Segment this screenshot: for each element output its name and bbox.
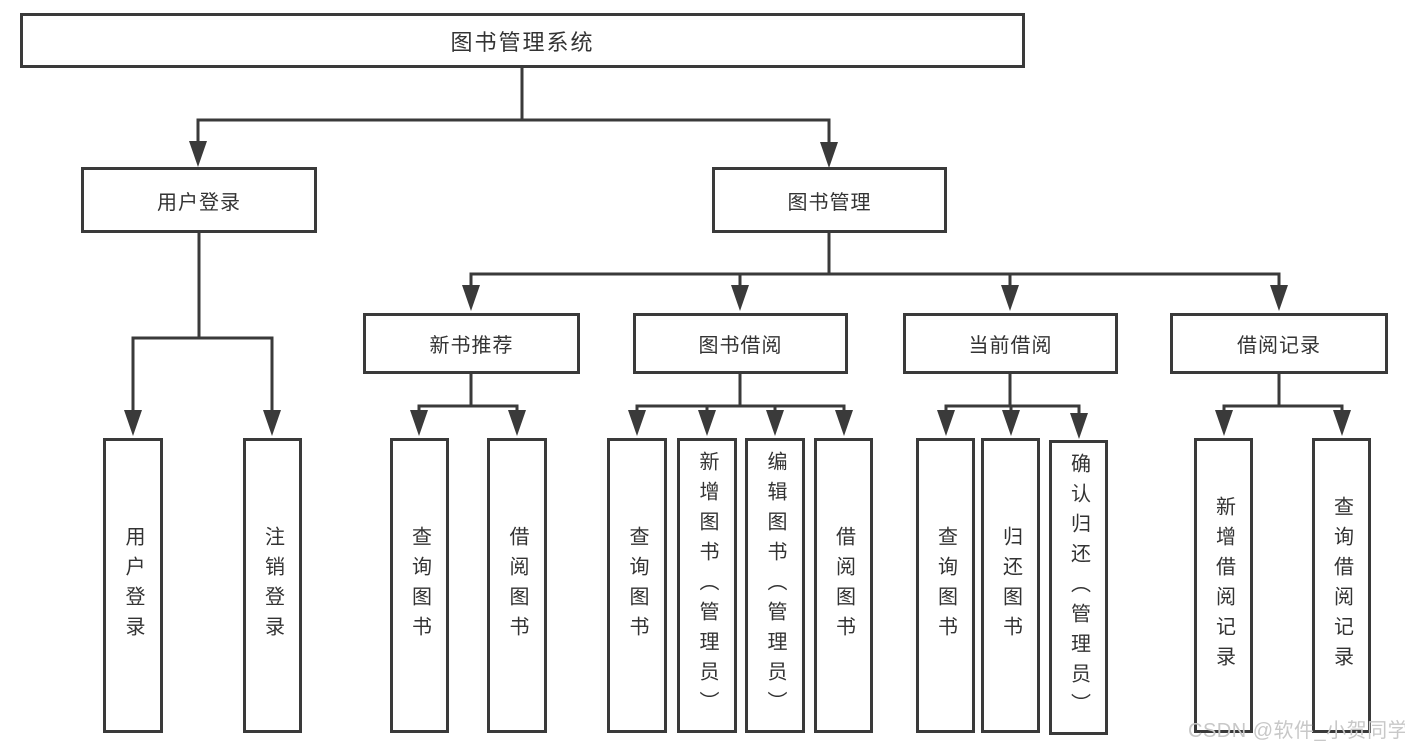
connector-book-borrowing-branch xyxy=(628,372,853,436)
node-query-books-2-label: 查询图书 xyxy=(626,525,648,646)
connector-book-management-branch xyxy=(462,231,1288,311)
node-add-borrow-record: 新增借阅记录 xyxy=(1194,438,1253,733)
node-borrow-books-1: 借阅图书 xyxy=(487,438,547,733)
node-new-book-recommend-label: 新书推荐 xyxy=(429,335,514,357)
node-borrow-books-2-label: 借阅图书 xyxy=(832,525,855,646)
node-user-login-group: 用户登录 xyxy=(81,167,317,233)
node-query-borrow-record-label: 查询借阅记录 xyxy=(1330,495,1353,676)
node-borrow-books-1-label: 借阅图书 xyxy=(506,525,528,646)
node-edit-books-admin: 编辑图书（管理员） xyxy=(745,438,805,733)
node-edit-books-admin-label: 编辑图书（管理员） xyxy=(764,450,786,721)
node-current-borrowing-label: 当前借阅 xyxy=(968,335,1053,357)
node-borrowing-records: 借阅记录 xyxy=(1170,313,1388,374)
node-book-borrowing: 图书借阅 xyxy=(633,313,848,374)
node-add-books-admin: 新增图书（管理员） xyxy=(677,438,737,733)
node-library-system-label: 图书管理系统 xyxy=(450,29,595,55)
node-confirm-return-admin-label: 确认归还（管理员） xyxy=(1067,452,1090,723)
node-confirm-return-admin: 确认归还（管理员） xyxy=(1049,440,1108,735)
node-add-borrow-record-label: 新增借阅记录 xyxy=(1212,495,1235,676)
node-logout: 注销登录 xyxy=(243,438,302,733)
node-return-books-label: 归还图书 xyxy=(999,525,1022,646)
node-query-books-3: 查询图书 xyxy=(916,438,975,733)
node-book-borrowing-label: 图书借阅 xyxy=(698,335,783,357)
node-logout-label: 注销登录 xyxy=(261,525,284,646)
node-user-login-group-label: 用户登录 xyxy=(157,191,241,214)
node-new-book-recommend: 新书推荐 xyxy=(363,313,580,374)
node-query-books-1: 查询图书 xyxy=(390,438,449,733)
node-user-login: 用户登录 xyxy=(103,438,163,733)
node-user-login-label: 用户登录 xyxy=(122,525,144,646)
connector-root-to-level2 xyxy=(189,66,838,168)
node-book-management-label: 图书管理 xyxy=(787,191,872,214)
node-return-books: 归还图书 xyxy=(981,438,1040,733)
node-current-borrowing: 当前借阅 xyxy=(903,313,1118,374)
connector-new-book-branch xyxy=(410,372,526,436)
connector-user-login-branch xyxy=(124,231,281,436)
node-query-books-2: 查询图书 xyxy=(607,438,667,733)
csdn-watermark: CSDN @软件_小贺同学 xyxy=(1188,720,1405,742)
node-query-borrow-record: 查询借阅记录 xyxy=(1312,438,1371,733)
node-add-books-admin-label: 新增图书（管理员） xyxy=(696,450,718,721)
node-book-management: 图书管理 xyxy=(712,167,947,233)
node-borrowing-records-label: 借阅记录 xyxy=(1237,335,1321,357)
connector-current-borrowing-branch xyxy=(937,372,1088,439)
node-query-books-3-label: 查询图书 xyxy=(934,525,957,646)
node-library-system: 图书管理系统 xyxy=(20,13,1025,68)
node-query-books-1-label: 查询图书 xyxy=(408,525,431,646)
node-borrow-books-2: 借阅图书 xyxy=(814,438,873,733)
connector-borrowing-records-branch xyxy=(1215,372,1351,436)
